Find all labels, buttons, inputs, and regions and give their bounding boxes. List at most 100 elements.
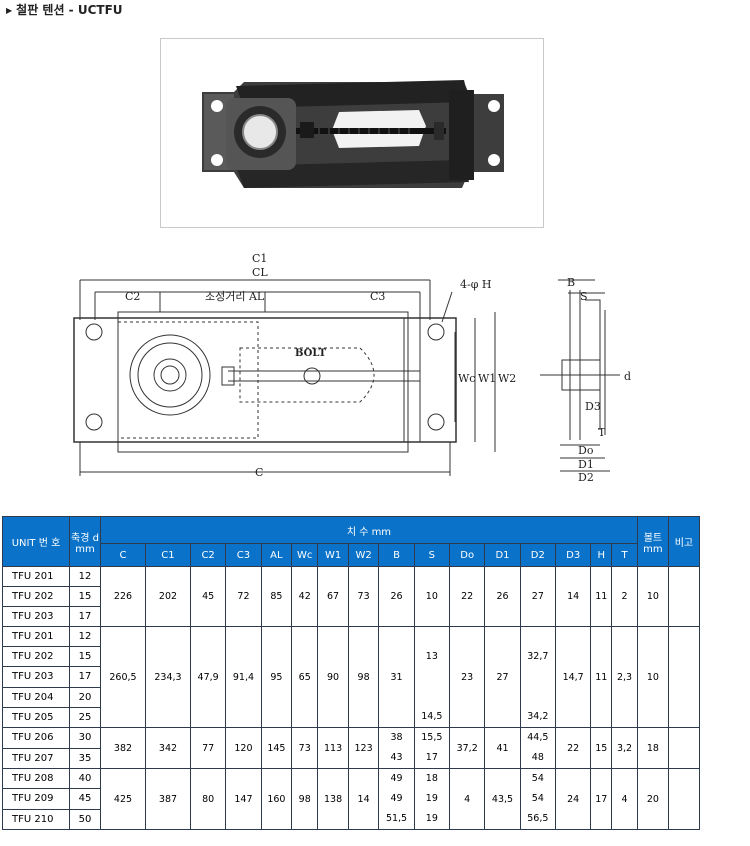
unit-cell: TFU 203 [2,606,70,627]
shaft-cell: 35 [69,747,101,769]
label-c2: C2 [125,290,140,303]
header-col: D2 [519,543,557,567]
value-cell: 24 [554,768,592,830]
header-col: C1 [144,543,191,567]
label-c: C [255,466,263,479]
shaft-cell: 12 [69,625,101,648]
label-w1: W1 [478,372,496,385]
header-col: W2 [347,543,380,567]
value-cell: 3,2 [611,727,638,769]
shaft-cell: 25 [69,706,101,729]
label-cl: CL [252,266,268,279]
stacked-value: 49 [390,773,403,784]
label-d: d [624,370,631,383]
stacked-value: 56,5 [527,813,549,824]
header-unit: UNIT 번 호 [2,516,70,567]
header-col: Wc [291,543,319,567]
value-cell: 382 [100,727,146,769]
value-cell: 26 [378,566,415,627]
value-cell: 42 [291,566,319,627]
value-cell: 67 [317,566,349,627]
value-cell: 90 [317,626,349,728]
value-cell: 113 [317,727,349,769]
value-cell: 425 [100,768,146,830]
unit-cell: TFU 201 [2,566,70,587]
stacked-value: 49 [390,793,403,804]
stacked-value [521,667,555,687]
header-col: T [611,543,638,567]
unit-cell: TFU 207 [2,747,70,769]
value-cell: 4 [449,768,486,830]
stacked-cell: 54 54 56,5 [519,768,557,830]
shaft-cell: 45 [69,788,101,810]
label-c3: C3 [370,290,385,303]
unit-cell: TFU 206 [2,727,70,749]
value-cell: 22 [554,727,592,769]
label-c1: C1 [252,252,267,265]
note-cell [667,566,701,627]
stacked-value: 48 [531,752,544,763]
stacked-value [415,627,449,647]
value-cell: 11 [590,626,613,728]
header-col: D1 [484,543,521,567]
stacked-value: 13 [425,651,438,662]
stacked-value: 19 [425,793,438,804]
value-cell: 4 [611,768,638,830]
stacked-value: 54 [531,773,544,784]
header-dimensions: 치 수 mm [100,516,638,544]
value-cell: 27 [484,626,521,728]
value-cell: 85 [260,566,293,627]
value-cell: 123 [347,727,380,769]
header-note: 비고 [667,516,701,567]
unit-cell: TFU 203 [2,666,70,688]
value-cell: 11 [590,566,613,627]
value-cell: 226 [100,566,146,627]
value-cell: 10 [636,626,669,728]
header-col: Do [449,543,486,567]
header-bolt: 볼트 mm [636,516,669,567]
shaft-cell: 30 [69,727,101,749]
header-col: W1 [317,543,349,567]
unit-cell: TFU 202 [2,586,70,607]
unit-cell: TFU 204 [2,686,70,708]
stacked-value: 34,2 [527,711,549,722]
value-cell: 342 [144,727,191,769]
value-cell: 10 [413,566,451,627]
value-cell: 23 [449,626,486,728]
value-cell: 15 [590,727,613,769]
value-cell: 91,4 [225,626,262,728]
stacked-value: 54 [531,793,544,804]
value-cell: 47,9 [189,626,227,728]
stacked-value: 43 [390,752,403,763]
stacked-value [521,627,555,647]
value-cell: 65 [291,626,319,728]
note-cell [667,768,701,830]
value-cell: 18 [636,727,669,769]
unit-cell: TFU 210 [2,808,70,831]
value-cell: 37,2 [449,727,486,769]
label-s: S [580,290,588,303]
label-b: B [567,276,575,289]
stacked-value: 15,5 [421,732,443,743]
note-cell [667,626,701,728]
value-cell: 98 [347,626,380,728]
page-title: ▶철판 텐션 - UCTFU [6,1,123,18]
label-d1: D1 [578,458,594,471]
value-cell: 17 [590,768,613,830]
label-d3: D3 [585,400,601,413]
unit-cell: TFU 201 [2,625,70,648]
label-t: T [598,426,606,439]
unit-cell: TFU 205 [2,706,70,729]
unit-cell: TFU 202 [2,646,70,668]
